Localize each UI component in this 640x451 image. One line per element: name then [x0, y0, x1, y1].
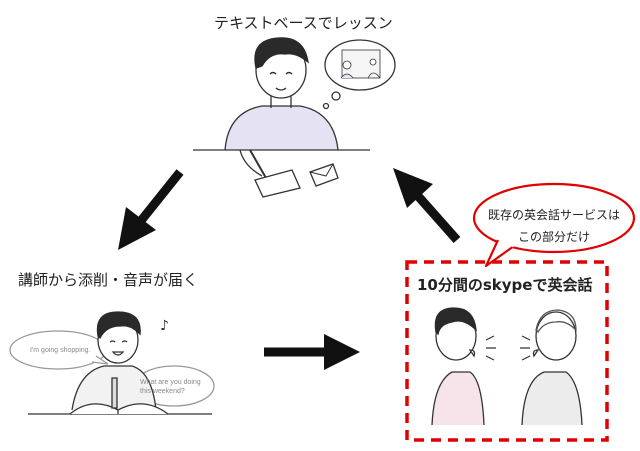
left-listening-person: ♪	[9, 311, 215, 415]
speech-bubble-text-1: I'm going shopping.	[30, 347, 91, 354]
arrow-right-to-top	[393, 168, 461, 243]
callout-line-1: 既存の英会話サービスは	[488, 208, 621, 222]
step-label-text-lesson: テキストベースでレッスン	[214, 14, 393, 32]
callout-line-2: この部分だけ	[517, 230, 590, 244]
callout-bubble	[472, 182, 636, 268]
svg-text:♪: ♪	[160, 318, 169, 334]
top-writing-person	[193, 37, 396, 198]
right-conversation-box	[405, 260, 609, 442]
arrow-left-to-right	[264, 334, 360, 370]
right-conversing-people	[431, 307, 583, 426]
step-label-skype-conversation: 10分間のskypeで英会話	[417, 276, 593, 294]
speech-bubble-text-2: What are you doing this weekend?	[140, 379, 201, 395]
step-label-correction-audio: 講師から添削・音声が届く	[18, 271, 199, 289]
arrow-top-to-left	[118, 169, 184, 250]
